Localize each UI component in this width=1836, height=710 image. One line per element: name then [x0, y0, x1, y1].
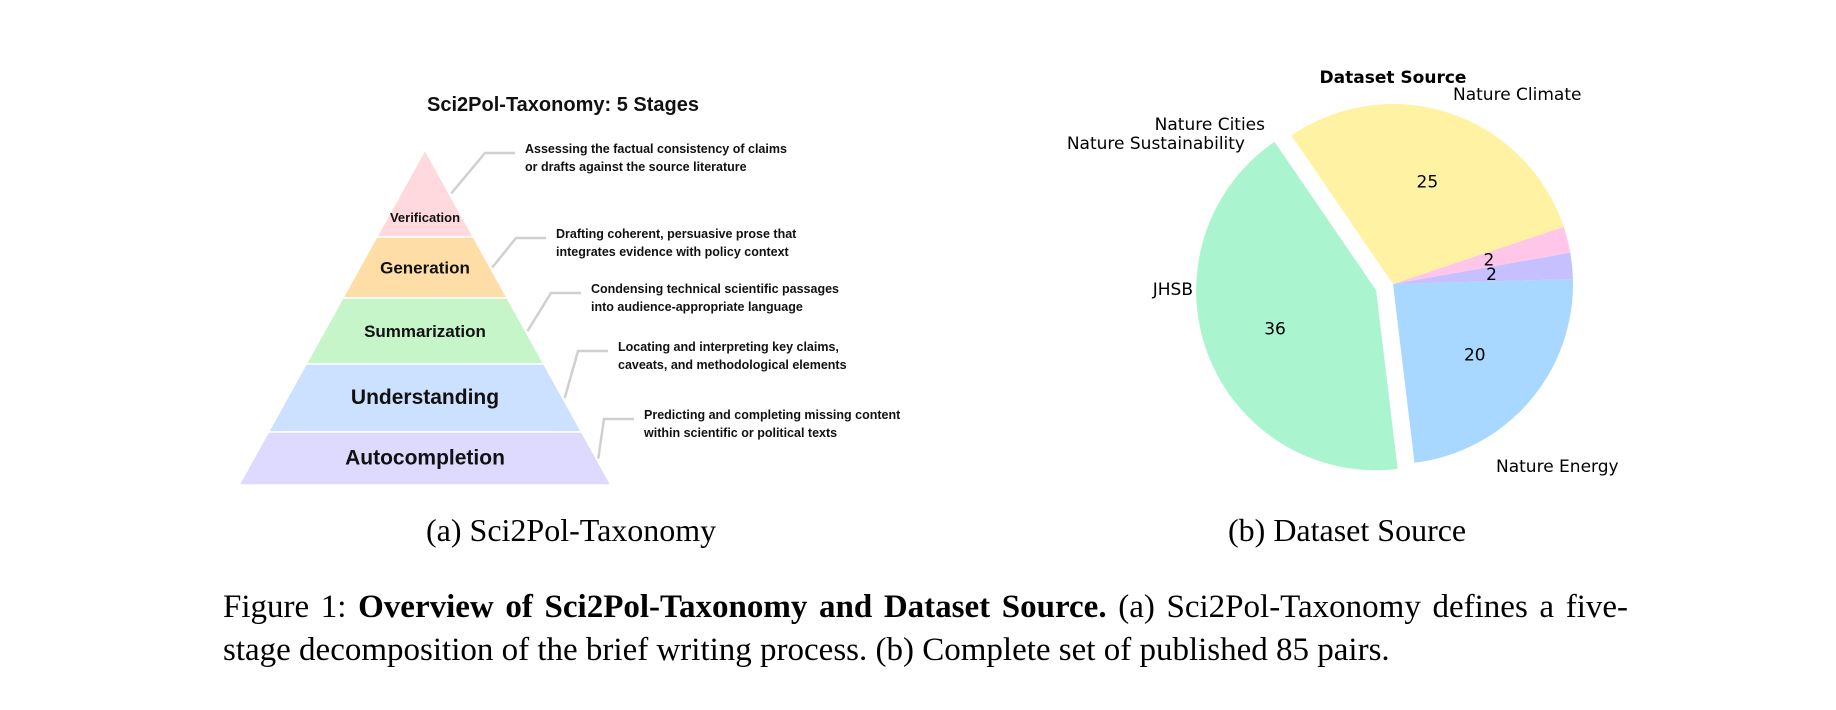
pyramid-label-autocompletion: Autocompletion — [345, 447, 505, 470]
pyramid-description-verification: Assessing the factual consistency of cla… — [525, 142, 787, 156]
pyramid-description-summarization: Condensing technical scientific passages — [591, 282, 839, 296]
pyramid-label-verification: Verification — [390, 210, 460, 225]
pyramid-description-autocompletion: Predicting and completing missing conten… — [644, 408, 901, 422]
pie-slice-nature-energy — [1196, 141, 1398, 471]
pie-slice-jhsb — [1393, 279, 1573, 463]
subcaption-b: (b) Dataset Source — [1228, 512, 1467, 548]
caption-bold: Overview of Sci2Pol-Taxonomy and Dataset… — [358, 589, 1107, 625]
pie-value-nature-cities: 2 — [1484, 251, 1495, 271]
pyramid-label-generation: Generation — [380, 259, 470, 278]
caption-label: Figure 1: — [223, 589, 347, 625]
pyramid-description-generation: Drafting coherent, persuasive prose that — [556, 227, 797, 241]
pyramid-title: Sci2Pol-Taxonomy: 5 Stages — [427, 94, 699, 116]
pyramid-description-understanding: caveats, and methodological elements — [618, 358, 847, 372]
pyramid-description-generation: integrates evidence with policy context — [556, 245, 790, 259]
pyramid-description-understanding: Locating and interpreting key claims, — [618, 340, 839, 354]
pyramid-description-autocompletion: within scientific or political texts — [643, 426, 837, 440]
pie-slice-nature-climate — [1291, 103, 1564, 284]
pyramid-leader-line — [526, 291, 581, 332]
pyramid-description-summarization: into audience-appropriate language — [591, 300, 803, 314]
subcaption-a: (a) Sci2Pol-Taxonomy — [426, 512, 717, 548]
pie-slice-nature-cities — [1393, 226, 1571, 284]
pyramid-description-verification: or drafts against the source literature — [525, 160, 747, 174]
pie-label-nature-cities: Nature Cities — [1155, 115, 1265, 135]
pyramid-leader-line — [563, 349, 608, 399]
figure-caption: Figure 1: Overview of Sci2Pol-Taxonomy a… — [223, 586, 1628, 672]
pie-value-nature-climate: 25 — [1417, 173, 1439, 193]
pyramid-label-understanding: Understanding — [351, 386, 499, 409]
pyramid-leader-line — [491, 236, 546, 269]
pyramid-leader-line — [450, 151, 515, 195]
pie-value-nature-energy: 36 — [1264, 319, 1286, 339]
caption-text: (a) Sci2Pol-Taxonomy defines a five-stag… — [223, 589, 1629, 668]
pie-label-nature-sustainability: Nature Sustainability — [1067, 134, 1245, 154]
pie-label-jhsb: JHSB — [1152, 280, 1193, 300]
pie-label-nature-energy: Nature Energy — [1496, 457, 1619, 477]
pie-slice-nature-sustainability — [1393, 252, 1573, 284]
pie-title: Dataset Source — [1320, 68, 1467, 88]
pyramid-leader-line — [597, 417, 634, 459]
pie-label-nature-climate: Nature Climate — [1453, 85, 1581, 105]
pie-value-nature-sustainability: 2 — [1486, 265, 1497, 285]
pyramid-band-autocompletion — [237, 431, 613, 486]
pie-value-jhsb: 20 — [1464, 346, 1486, 366]
pyramid-label-summarization: Summarization — [364, 322, 486, 341]
